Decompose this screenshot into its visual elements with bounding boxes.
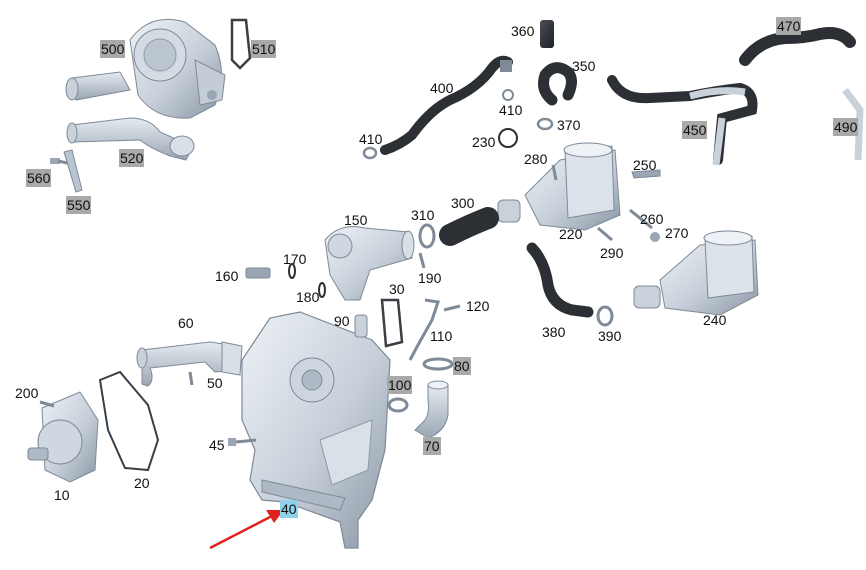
hose-300 xyxy=(439,207,499,246)
pipe-450 xyxy=(607,75,758,166)
hose-380 xyxy=(526,242,594,318)
gasket-20 xyxy=(98,370,160,472)
ring-180 xyxy=(318,282,326,298)
timing-cover-40 xyxy=(241,311,391,549)
tube-110 xyxy=(408,298,440,361)
part-label-220: 220 xyxy=(559,226,583,242)
nut-270 xyxy=(650,232,660,242)
housing-220 xyxy=(497,142,621,231)
part-label-400: 400 xyxy=(430,80,454,96)
pump-10 xyxy=(27,391,99,483)
hose-470 xyxy=(739,27,856,66)
part-label-30: 30 xyxy=(389,281,405,297)
part-label-240: 240 xyxy=(703,312,727,328)
clamp-100 xyxy=(387,397,409,413)
bolt-120 xyxy=(443,304,461,312)
gasket-30 xyxy=(380,298,404,348)
part-label-60: 60 xyxy=(178,315,194,331)
clamp-310 xyxy=(418,223,436,249)
pipe-60 xyxy=(136,341,243,387)
part-label-470: 470 xyxy=(776,17,802,35)
ring-230 xyxy=(498,128,518,148)
ring-170 xyxy=(288,263,296,279)
part-label-290: 290 xyxy=(600,245,624,261)
part-label-250: 250 xyxy=(633,157,657,173)
bolt-260 xyxy=(629,208,653,230)
hose-400 xyxy=(380,55,513,155)
clip-250 xyxy=(631,169,661,179)
clamp-370 xyxy=(536,117,554,131)
bolt-190 xyxy=(418,252,426,269)
part-label-170: 170 xyxy=(283,251,307,267)
red-arrow xyxy=(209,510,284,550)
part-label-100: 100 xyxy=(387,376,413,394)
hose-360 xyxy=(540,20,554,48)
part-label-45: 45 xyxy=(209,437,225,453)
thermostat-150 xyxy=(324,226,415,301)
part-label-560: 560 xyxy=(26,169,52,187)
part-label-150: 150 xyxy=(344,212,368,228)
part-label-450: 450 xyxy=(682,121,708,139)
part-label-510: 510 xyxy=(251,40,277,58)
part-label-80: 80 xyxy=(453,357,471,375)
clamp-410a xyxy=(502,89,514,101)
sensor-160 xyxy=(245,267,271,279)
hose-350 xyxy=(538,62,577,106)
bolt-200 xyxy=(39,400,55,408)
bracket-550 xyxy=(63,149,83,193)
part-label-180: 180 xyxy=(296,289,320,305)
part-label-120: 120 xyxy=(466,298,490,314)
bolt-45 xyxy=(228,438,257,446)
part-label-20: 20 xyxy=(134,475,150,491)
part-label-200: 200 xyxy=(15,385,39,401)
part-label-550: 550 xyxy=(66,196,92,214)
bolt-290 xyxy=(597,226,613,242)
part-label-40: 40 xyxy=(280,500,298,518)
clamp-410b xyxy=(362,146,378,160)
pipe-490 xyxy=(842,87,864,161)
part-label-10: 10 xyxy=(54,487,70,503)
part-label-390: 390 xyxy=(598,328,622,344)
elbow-70 xyxy=(414,380,449,439)
part-label-410a: 410 xyxy=(499,102,523,118)
part-label-490: 490 xyxy=(833,118,859,136)
gasket-510 xyxy=(230,18,252,70)
part-label-160: 160 xyxy=(215,268,239,284)
clamp-80 xyxy=(422,357,454,371)
part-label-360: 360 xyxy=(511,23,535,39)
sleeve-90 xyxy=(354,314,368,338)
part-label-230: 230 xyxy=(472,134,496,150)
part-label-410b: 410 xyxy=(359,131,383,147)
part-label-260: 260 xyxy=(640,211,664,227)
part-label-190: 190 xyxy=(418,270,442,286)
part-label-500: 500 xyxy=(100,40,126,58)
part-label-520: 520 xyxy=(119,149,145,167)
part-label-370: 370 xyxy=(557,117,581,133)
part-label-70: 70 xyxy=(423,437,441,455)
part-label-380: 380 xyxy=(542,324,566,340)
part-label-110: 110 xyxy=(430,328,453,344)
water-pump-500 xyxy=(65,18,226,119)
part-label-350: 350 xyxy=(572,58,596,74)
part-label-270: 270 xyxy=(665,225,689,241)
pipe-520 xyxy=(66,117,195,161)
part-label-90: 90 xyxy=(334,313,350,329)
part-label-50: 50 xyxy=(207,375,223,391)
housing-240 xyxy=(633,230,759,316)
clamp-390 xyxy=(596,305,614,327)
bolt-280 xyxy=(551,164,558,181)
part-label-280: 280 xyxy=(524,151,548,167)
part-label-310: 310 xyxy=(411,207,435,223)
part-label-300: 300 xyxy=(451,195,475,211)
bolt-50 xyxy=(188,371,194,386)
